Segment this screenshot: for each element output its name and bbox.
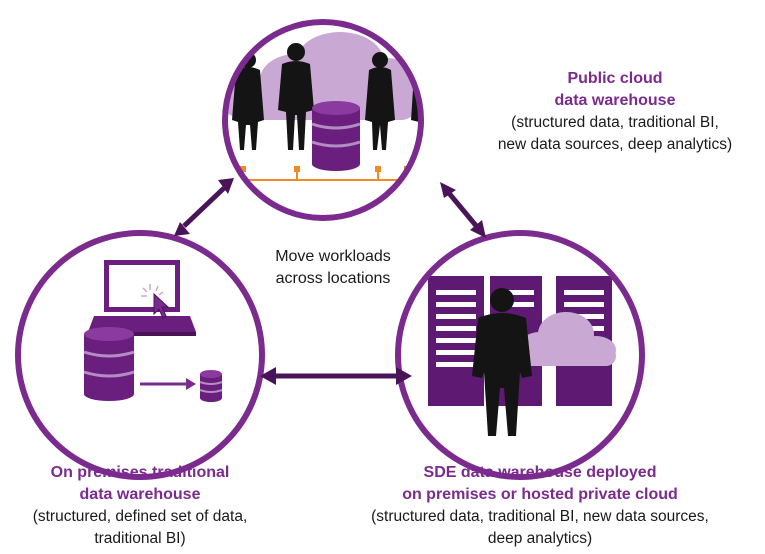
sde-node xyxy=(395,230,645,480)
sde-ring xyxy=(395,230,645,480)
public-cloud-label: Public cloud data warehouse (structured … xyxy=(470,68,760,156)
public-cloud-title-line-1: Public cloud xyxy=(567,70,663,87)
on-premises-title-line-2: data warehouse xyxy=(79,486,201,503)
laptop-icon xyxy=(88,260,196,336)
on-premises-title-line-1: On premises traditional xyxy=(50,464,230,481)
database-icon xyxy=(311,101,361,171)
sde-title-line-1: SDE data warehouse deployed xyxy=(423,464,657,481)
person-silhouette-icon xyxy=(472,288,532,436)
public-cloud-details-line-1: (structured data, traditional BI, xyxy=(511,114,719,131)
center-label-line-2: across locations xyxy=(275,270,391,287)
small-database-icon xyxy=(199,370,223,402)
cursor-icon xyxy=(141,284,170,319)
private-cloud-icon xyxy=(518,312,616,366)
sde-title-line-2: on premises or hosted private cloud xyxy=(402,486,678,503)
on-premises-label: On premises traditional data warehouse (… xyxy=(0,462,280,550)
on-premises-details-line-2: traditional BI) xyxy=(94,530,186,547)
sde-details-line-2: deep analytics) xyxy=(487,530,593,547)
arrow-top-left xyxy=(174,178,234,236)
on-premises-node xyxy=(15,230,265,480)
public-cloud-title-line-2: data warehouse xyxy=(554,92,676,109)
arrow-right-icon xyxy=(140,378,196,390)
public-cloud-node xyxy=(222,19,424,221)
public-cloud-ring xyxy=(222,19,424,221)
large-database-icon xyxy=(83,327,135,401)
sde-details-line-1: (structured data, traditional BI, new da… xyxy=(371,508,709,525)
arrow-horizontal xyxy=(260,367,412,385)
on-premises-ring xyxy=(15,230,265,480)
center-label: Move workloads across locations xyxy=(243,246,423,290)
sde-label: SDE data warehouse deployed on premises … xyxy=(320,462,760,550)
center-label-line-1: Move workloads xyxy=(275,248,391,265)
public-cloud-details-line-2: new data sources, deep analytics) xyxy=(497,136,733,153)
arrow-top-right xyxy=(440,182,486,238)
on-premises-details-line-1: (structured, defined set of data, xyxy=(32,508,248,525)
